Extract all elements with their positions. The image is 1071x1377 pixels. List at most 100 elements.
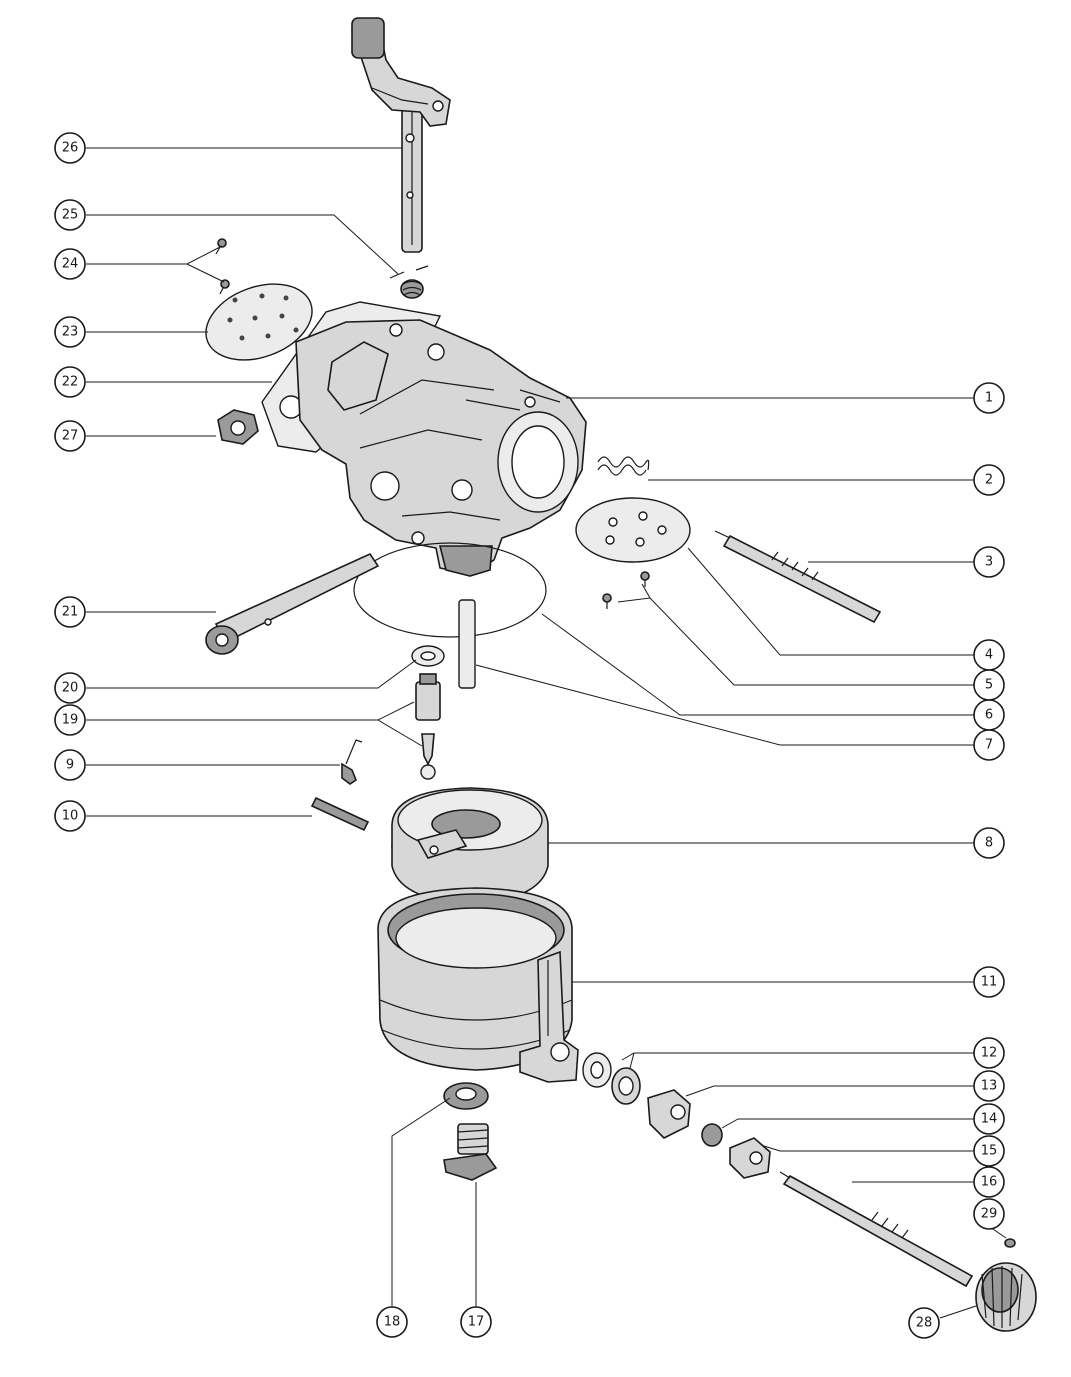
callout-number: 11 — [981, 975, 998, 990]
part-12-bowl-nut-gaskets — [582, 1052, 641, 1105]
callout-29: 29 — [973, 1198, 1005, 1230]
callout-21: 21 — [54, 596, 86, 628]
part-21-choke-lever — [205, 552, 380, 655]
leader-20 — [86, 659, 417, 689]
callout-number: 24 — [62, 257, 79, 272]
part-16-high-speed-needle — [779, 1171, 974, 1288]
callout-circle — [54, 672, 86, 704]
callout-number: 20 — [62, 681, 79, 696]
callout-circle — [973, 1198, 1005, 1230]
callout-circle — [973, 729, 1005, 761]
leader-24 — [86, 245, 225, 283]
callout-24: 24 — [54, 248, 86, 280]
leader-5 — [617, 583, 974, 686]
callout-23: 23 — [54, 316, 86, 348]
leader-lines — [86, 147, 1007, 1322]
callout-circle — [376, 1306, 408, 1338]
callout-number: 21 — [62, 605, 79, 620]
callout-number: 15 — [981, 1144, 998, 1159]
callout-circle — [973, 546, 1005, 578]
callout-number: 6 — [985, 708, 993, 723]
callout-12: 12 — [973, 1037, 1005, 1069]
part-15-needle-nut — [729, 1137, 771, 1179]
callout-15: 15 — [973, 1135, 1005, 1167]
callout-number: 23 — [62, 325, 79, 340]
callout-circle — [54, 596, 86, 628]
part-10-float-hinge-pin — [310, 796, 370, 832]
callout-2: 2 — [973, 464, 1005, 496]
callout-1: 1 — [973, 382, 1005, 414]
callout-number: 2 — [985, 473, 993, 488]
callout-number: 12 — [981, 1046, 998, 1061]
callout-5: 5 — [973, 669, 1005, 701]
callout-17: 17 — [460, 1306, 492, 1338]
callout-circle — [973, 1135, 1005, 1167]
part-6-bowl-gasket — [353, 542, 547, 638]
callout-circle — [973, 1103, 1005, 1135]
leader-12 — [621, 1052, 974, 1069]
callout-26: 26 — [54, 132, 86, 164]
callout-number: 13 — [981, 1079, 998, 1094]
callout-20: 20 — [54, 672, 86, 704]
part-2-needle-spring — [597, 456, 650, 476]
leader-15 — [763, 1145, 974, 1152]
part-25-throttle-spring — [389, 265, 429, 299]
part-20-inlet-washer — [411, 645, 445, 667]
callout-number: 1 — [985, 391, 993, 406]
part-29-retainer — [1004, 1238, 1016, 1248]
callout-18: 18 — [376, 1306, 408, 1338]
callout-number: 19 — [62, 713, 79, 728]
leader-4 — [687, 547, 974, 656]
part-18-drain-gasket — [443, 1082, 489, 1110]
part-14-packing — [701, 1123, 723, 1147]
callout-circle — [54, 704, 86, 736]
callout-11: 11 — [973, 966, 1005, 998]
callout-number: 25 — [62, 208, 79, 223]
callout-circle — [908, 1307, 940, 1339]
callout-4: 4 — [973, 639, 1005, 671]
callout-number: 3 — [985, 555, 993, 570]
leader-14 — [721, 1118, 974, 1129]
callout-8: 8 — [973, 827, 1005, 859]
part-23-cover-plate — [205, 283, 313, 361]
part-1-carburetor-body — [295, 319, 587, 577]
leader-25 — [86, 214, 399, 275]
part-3-adjusting-needle — [714, 530, 882, 624]
part-13-packing-nut — [647, 1089, 691, 1139]
callout-circle — [460, 1306, 492, 1338]
callout-circle — [54, 366, 86, 398]
parts-drawing — [205, 17, 1037, 1332]
callout-circle — [973, 1070, 1005, 1102]
callout-circle — [54, 248, 86, 280]
callout-circle — [54, 316, 86, 348]
callout-circle — [54, 800, 86, 832]
part-9-needle-clip — [341, 739, 363, 785]
callout-28: 28 — [908, 1307, 940, 1339]
callout-circle — [54, 132, 86, 164]
callout-number: 4 — [985, 648, 993, 663]
part-19-inlet-seat-needle — [415, 673, 441, 780]
callout-number: 16 — [981, 1175, 998, 1190]
callout-number: 28 — [916, 1316, 933, 1331]
callout-circle — [973, 464, 1005, 496]
callout-16: 16 — [973, 1166, 1005, 1198]
callout-9: 9 — [54, 749, 86, 781]
callout-circle — [973, 1166, 1005, 1198]
part-4-diaphragm-plate — [575, 497, 691, 563]
leader-7 — [475, 664, 974, 746]
callout-22: 22 — [54, 366, 86, 398]
leader-18 — [391, 1097, 451, 1322]
callout-10: 10 — [54, 800, 86, 832]
callout-number: 26 — [62, 141, 79, 156]
part-11-float-bowl — [377, 887, 579, 1083]
callout-circle — [973, 966, 1005, 998]
callout-circle — [973, 382, 1005, 414]
callout-number: 17 — [468, 1315, 485, 1330]
callout-number: 5 — [985, 678, 993, 693]
callout-number: 7 — [985, 738, 993, 753]
part-26-throttle-shaft — [350, 17, 451, 253]
callout-6: 6 — [973, 699, 1005, 731]
leader-13 — [685, 1085, 974, 1097]
leader-19 — [86, 701, 423, 747]
